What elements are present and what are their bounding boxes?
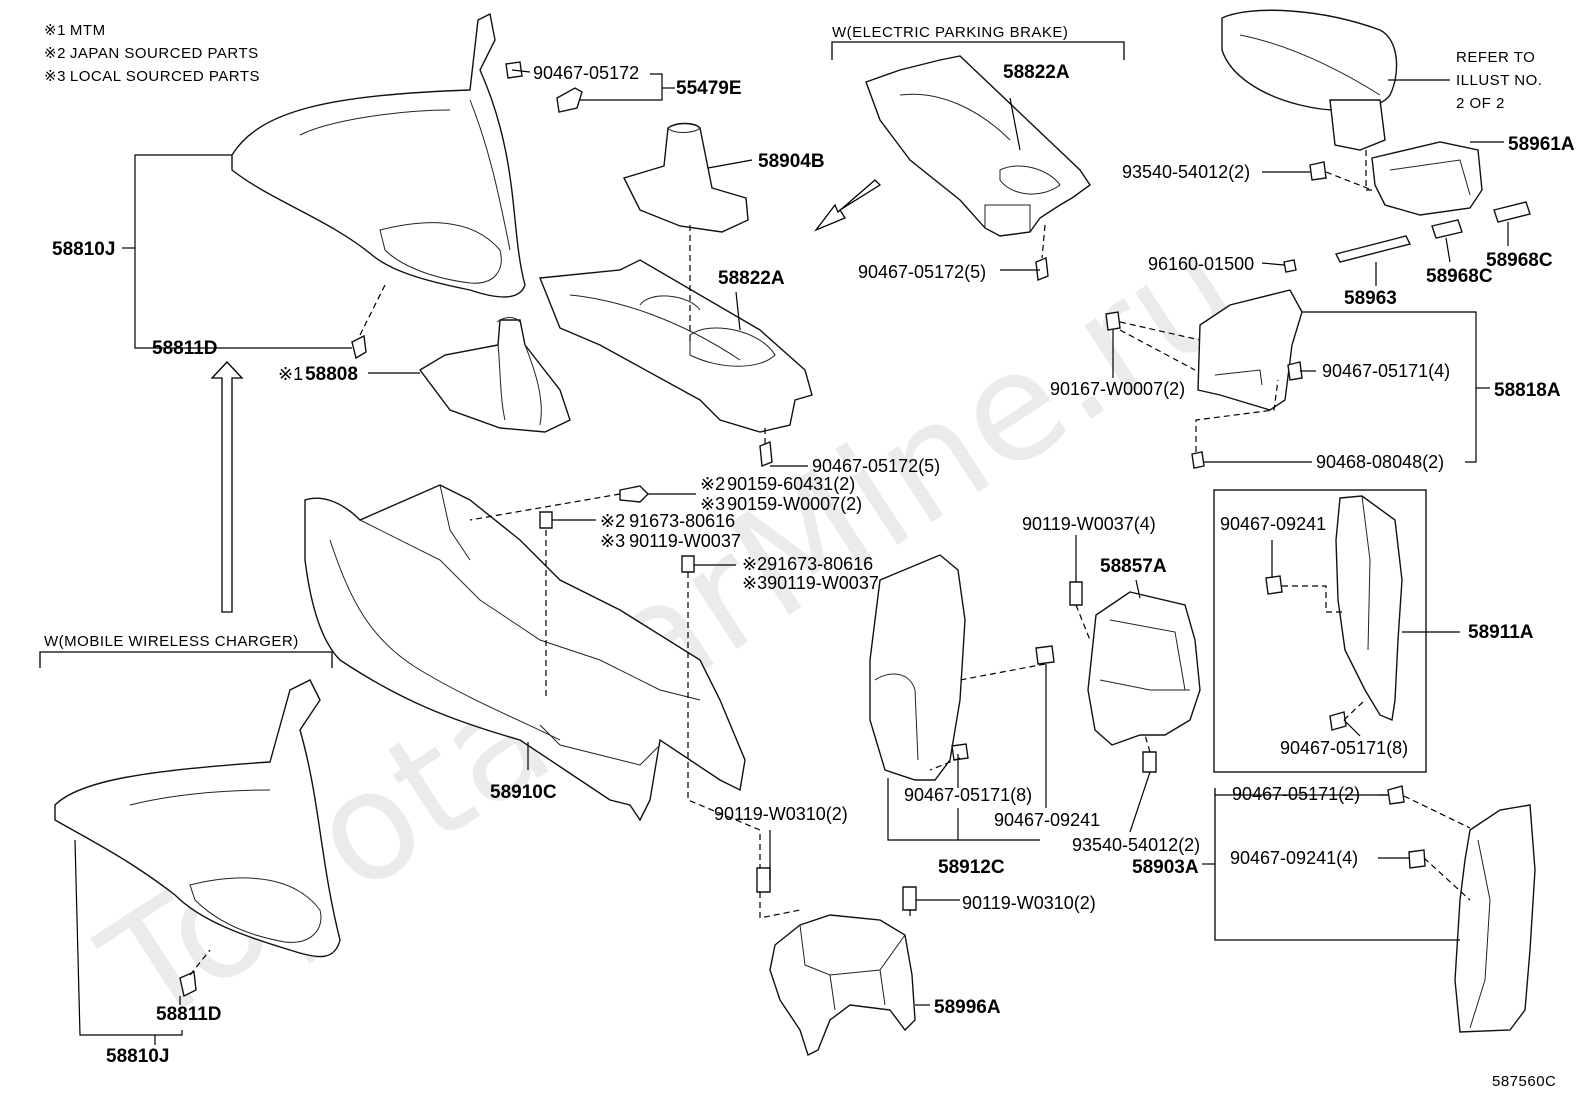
part-label-58961a: 58961A <box>1508 134 1575 155</box>
part-label-90467-05171-8-b: 90467-05171(8) <box>1280 738 1408 758</box>
part-label-58911a: 58911A <box>1468 622 1534 643</box>
part-label-58904b: 58904B <box>758 151 825 172</box>
caption-refer-2: ILLUST NO. <box>1456 72 1542 89</box>
part-label-90467-05172-5-mid: 90467-05172(5) <box>812 456 940 476</box>
upper-console-panel-58810j <box>231 12 526 298</box>
rod-58963 <box>1334 235 1412 263</box>
caption-refer-3: 2 OF 2 <box>1456 95 1505 112</box>
part-label-58811d-lower: 58811D <box>156 1004 222 1025</box>
part-label-58996a: 58996A <box>934 997 1001 1018</box>
part-label-55479e: 55479E <box>676 78 742 99</box>
group-frame-58911a <box>1213 489 1427 773</box>
part-label-96160-01500: 96160-01500 <box>1148 254 1254 274</box>
part-label-90467-05171-4: 90467-05171(4) <box>1322 361 1450 381</box>
part-label-58822a-mid: 58822A <box>718 268 785 289</box>
section-bracket-epb <box>831 41 1125 60</box>
rear-panel-58903a <box>1454 804 1536 1033</box>
console-body-58910c <box>304 484 746 822</box>
part-label-58912c: 58912C <box>938 857 1005 878</box>
part-label-58903a: 58903A <box>1132 857 1199 878</box>
shift-boot-58904b <box>623 122 749 233</box>
direction-arrow-up <box>210 361 244 613</box>
part-label-58968c-b: 58968C <box>1486 250 1553 271</box>
part-label-93540-54012-low: 93540-54012(2) <box>1072 835 1200 855</box>
part-label-58857a: 58857A <box>1100 556 1167 577</box>
part-label-58811d: 58811D <box>152 338 218 359</box>
clip-58811d-lower <box>179 970 197 998</box>
part-label-58963: 58963 <box>1344 288 1397 309</box>
part-label-58910c: 58910C <box>490 782 557 803</box>
part-label-90119-w0037-b: ※390119-W0037 <box>742 573 879 593</box>
part-label-90119-w0310-a: 90119-W0310(2) <box>714 804 848 824</box>
group-frame-58903a <box>1214 788 1460 941</box>
armrest <box>1221 9 1398 151</box>
caption-refer-1: REFER TO <box>1456 49 1535 66</box>
section-bracket-wireless <box>39 651 333 668</box>
caption-electric-parking-brake: W(ELECTRIC PARKING BRAKE) <box>832 24 1068 41</box>
part-label-90167-w0007: 90167-W0007(2) <box>1050 379 1185 399</box>
side-panel-58911a <box>1335 495 1403 721</box>
part-label-90467-09241-a: 90467-09241 <box>994 810 1100 830</box>
fasteners <box>539 161 1426 911</box>
console-tray-58822a-top <box>865 55 1091 237</box>
section-captions: W(ELECTRIC PARKING BRAKE) W(MOBILE WIREL… <box>44 24 1542 650</box>
part-label-90467-09241-b: 90467-09241 <box>1220 514 1326 534</box>
direction-arrow-diag <box>814 179 882 232</box>
shift-boot-58808 <box>418 317 571 433</box>
bushing-58968c-a <box>1431 219 1463 239</box>
part-label-58968c-a: 58968C <box>1426 266 1493 287</box>
upper-console-panel-58810j-lower <box>54 679 341 958</box>
side-panel-58912c <box>869 554 966 781</box>
part-label-58822a-top: 58822A <box>1003 62 1070 83</box>
part-label-90119-w0310-b: 90119-W0310(2) <box>962 893 1096 913</box>
part-label-90467-05171-8-a: 90467-05171(8) <box>904 785 1032 805</box>
part-label-90467-05171-2: 90467-05171(2) <box>1232 784 1360 804</box>
part-label-90467-05172-5-top: 90467-05172(5) <box>858 262 986 282</box>
caption-mobile-wireless-charger: W(MOBILE WIRELESS CHARGER) <box>44 633 299 650</box>
part-label-90119-w0037-4: 90119-W0037(4) <box>1022 514 1156 534</box>
part-label-90468-08048: 90468-08048(2) <box>1316 452 1444 472</box>
part-label-90467-09241-4: 90467-09241(4) <box>1230 848 1358 868</box>
console-tray-58822a-mid <box>539 259 813 433</box>
bracket-58996a <box>769 914 916 1056</box>
box-bracket-58857a <box>1087 591 1201 746</box>
alignment-lines <box>189 150 1471 976</box>
part-label-90467-05172: 90467-05172 <box>533 63 639 83</box>
figure-id: 587560C <box>1492 1073 1556 1090</box>
part-label-91673-80616-b: ※291673-80616 <box>742 554 873 574</box>
part-label-58810j: 58810J <box>52 239 115 260</box>
part-label-93540-54012-top: 93540-54012(2) <box>1122 162 1250 182</box>
part-label-58810j-lower: 58810J <box>106 1046 169 1067</box>
bushing-58968c-b <box>1493 201 1531 223</box>
leader-lines <box>74 69 1509 1045</box>
part-label-58818a: 58818A <box>1494 380 1561 401</box>
clip-58811d-top <box>351 334 367 360</box>
hinge-bracket-58961a <box>1371 141 1483 216</box>
